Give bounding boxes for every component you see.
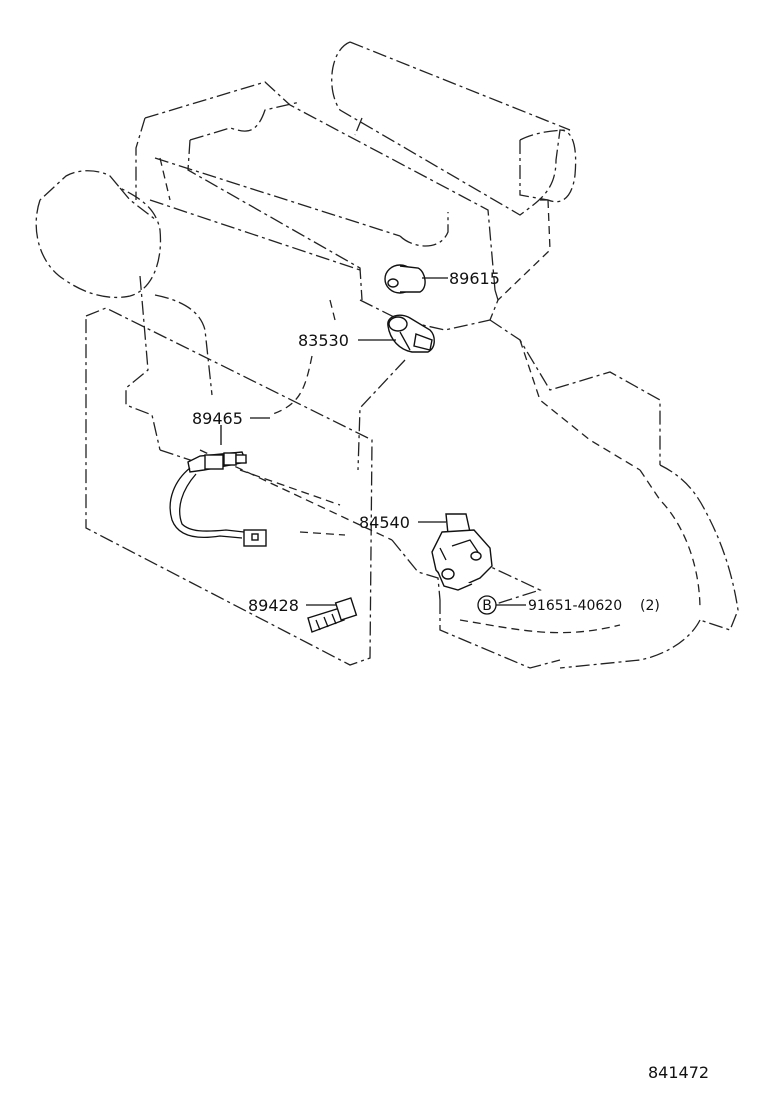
switch-83530-icon xyxy=(387,314,435,353)
bolt-marker: B xyxy=(477,595,497,615)
switch-84540-icon xyxy=(431,513,493,591)
part-label-bolt-qty: (2) xyxy=(640,598,660,614)
bolt-marker-letter: B xyxy=(482,598,492,614)
sensor-89615-icon xyxy=(384,264,426,294)
engine-outline xyxy=(35,41,739,669)
sensor-89428-icon xyxy=(307,597,358,633)
part-label-89615: 89615 xyxy=(449,269,500,288)
part-label-89428: 89428 xyxy=(248,596,299,615)
oxygen-sensor-89465-icon xyxy=(169,425,267,547)
part-label-bolt: 91651-40620 xyxy=(528,598,622,614)
part-label-84540: 84540 xyxy=(359,513,410,532)
figure-number: 841472 xyxy=(648,1063,709,1082)
part-label-83530: 83530 xyxy=(298,331,349,350)
part-label-89465: 89465 xyxy=(192,409,243,428)
